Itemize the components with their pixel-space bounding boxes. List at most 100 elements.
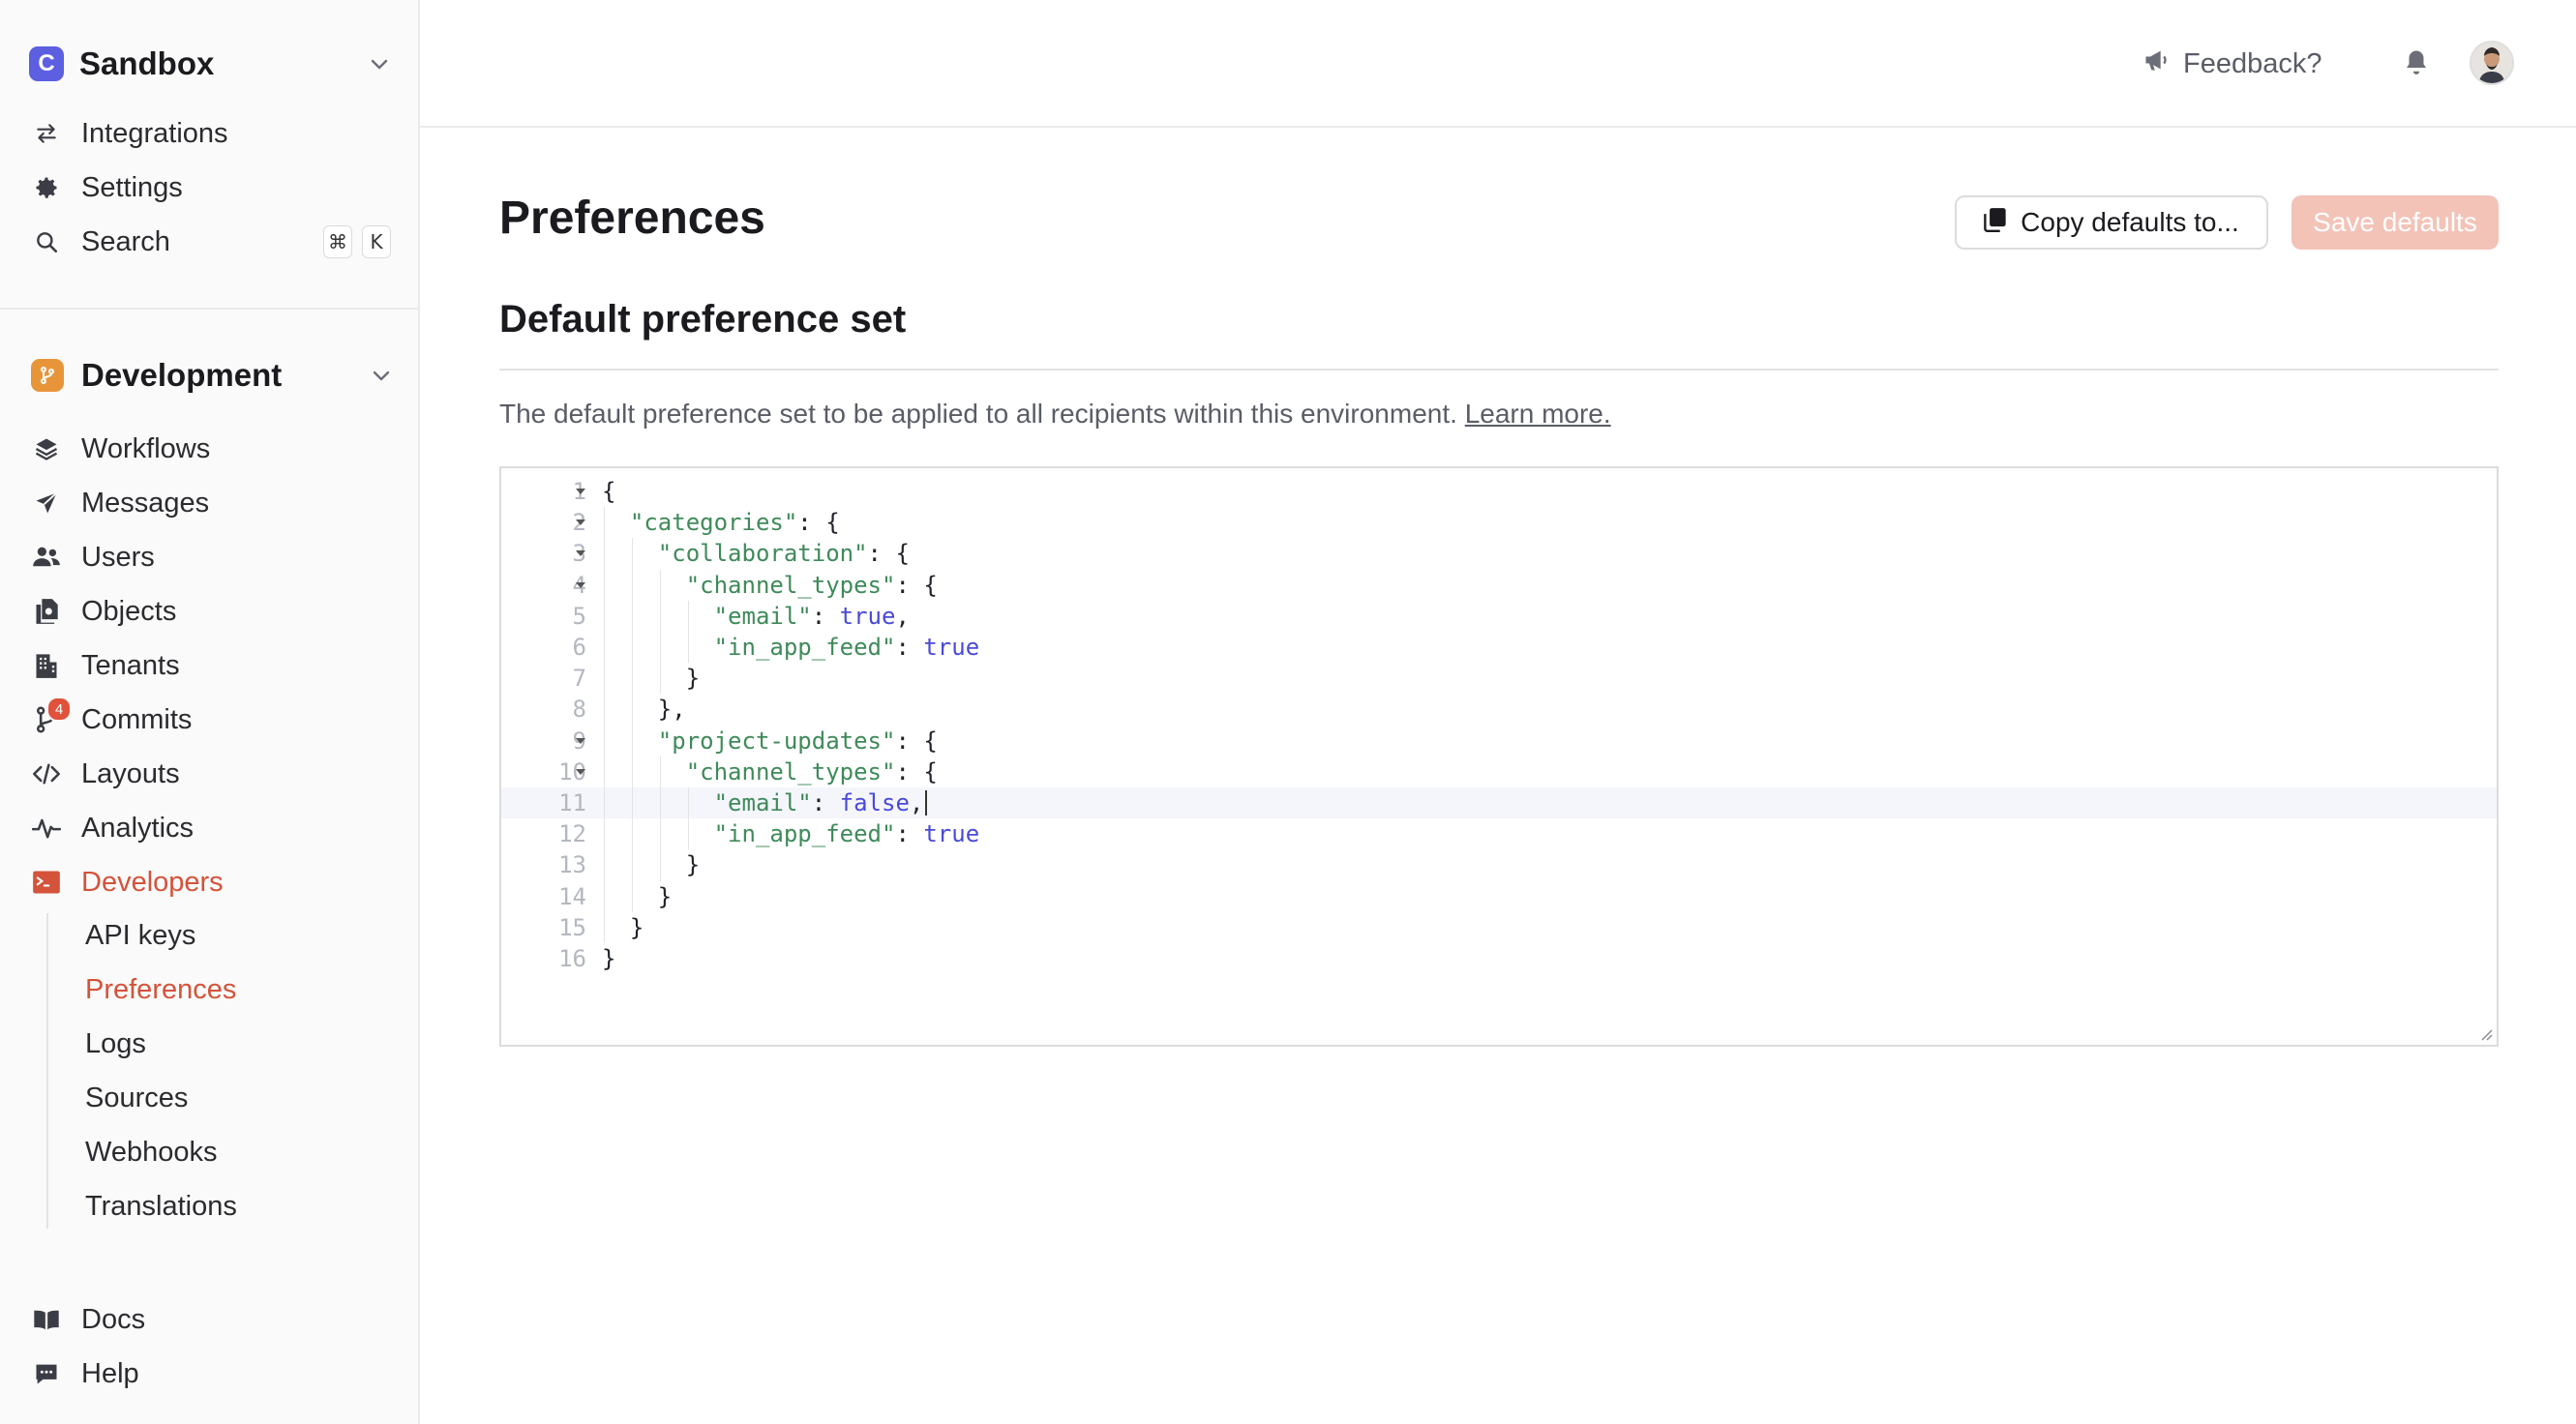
code-brackets-icon (29, 756, 64, 791)
sidebar-subitem-preferences[interactable]: Preferences (85, 973, 237, 1005)
feedback-label: Feedback? (2183, 47, 2322, 79)
environment-switcher[interactable]: Development (31, 352, 393, 399)
sidebar-subitem-translations[interactable]: Translations (85, 1190, 237, 1222)
code-line[interactable]: 13 } (501, 849, 2497, 880)
code-line[interactable]: 7 } (501, 663, 2497, 694)
fold-caret-icon[interactable] (575, 726, 586, 756)
indent-guide (631, 787, 633, 819)
copy-defaults-button[interactable]: Copy defaults to... (1955, 195, 2268, 250)
code-line[interactable]: 8 }, (501, 694, 2497, 725)
sidebar-divider (0, 308, 420, 310)
book-icon (29, 1302, 64, 1337)
feedback-button[interactable]: Feedback? (2142, 41, 2322, 87)
sidebar-subitem-webhooks[interactable]: Webhooks (85, 1136, 218, 1168)
code-text: { (602, 478, 616, 505)
sidebar-item-label: Developers (81, 866, 224, 898)
json-code-editor[interactable]: 1{2 "categories": {3 "collaboration": {4… (499, 466, 2499, 1047)
building-icon (29, 648, 64, 683)
indent-guide (659, 818, 661, 850)
indent-guide (687, 600, 689, 632)
code-line[interactable]: 12 "in_app_feed": true (501, 818, 2497, 849)
sidebar-item-label: Commits (81, 703, 193, 735)
objects-icon (29, 594, 64, 629)
indent-guide (631, 569, 633, 601)
section-description: The default preference set to be applied… (499, 399, 1611, 430)
indent-guide (604, 632, 605, 664)
indent-guide (604, 569, 605, 601)
sidebar-subitem-sources[interactable]: Sources (85, 1082, 189, 1113)
code-text: "project-updates": { (657, 727, 938, 755)
pulse-icon (29, 811, 64, 846)
code-line[interactable]: 9 "project-updates": { (501, 726, 2497, 756)
code-line[interactable]: 5 "email": true, (501, 601, 2497, 632)
indent-guide (687, 787, 689, 819)
code-text: } (602, 945, 616, 972)
fold-caret-icon[interactable] (575, 476, 586, 507)
indent-guide (604, 849, 605, 881)
code-line[interactable]: 1{ (501, 476, 2497, 507)
save-defaults-button[interactable]: Save defaults (2291, 195, 2499, 250)
code-text: "email": true, (713, 602, 910, 630)
sidebar-item-workflows[interactable]: Workflows (29, 426, 391, 472)
user-avatar[interactable] (2470, 41, 2514, 85)
code-line[interactable]: 15 } (501, 912, 2497, 943)
code-line[interactable]: 14 } (501, 881, 2497, 912)
code-line[interactable]: 3 "collaboration": { (501, 538, 2497, 569)
code-line[interactable]: 4 "channel_types": { (501, 570, 2497, 601)
sidebar-item-integrations[interactable]: Integrations (29, 110, 391, 157)
indent-guide (604, 725, 605, 756)
bell-icon[interactable] (2402, 46, 2431, 79)
line-number: 14 (558, 882, 586, 910)
chat-icon (29, 1356, 64, 1391)
fold-caret-icon[interactable] (575, 756, 586, 787)
fold-caret-icon[interactable] (575, 570, 586, 601)
resize-handle-icon[interactable] (2477, 1025, 2493, 1041)
sidebar-item-developers[interactable]: Developers (29, 859, 391, 905)
sidebar-item-search[interactable]: Search ⌘ K (29, 219, 391, 265)
sidebar-subitem-logs[interactable]: Logs (85, 1027, 146, 1059)
indent-guide (604, 911, 605, 943)
code-line[interactable]: 2 "categories": { (501, 507, 2497, 538)
code-text: "email": false, (713, 789, 924, 816)
users-icon (29, 540, 64, 575)
megaphone-icon (2142, 47, 2170, 80)
account-name: Sandbox (79, 45, 215, 81)
sidebar-item-settings[interactable]: Settings (29, 164, 391, 211)
sidebar-item-help[interactable]: Help (29, 1350, 391, 1397)
code-text: } (602, 882, 673, 910)
paper-plane-icon (29, 486, 64, 520)
sidebar-item-users[interactable]: Users (29, 534, 391, 580)
sidebar-item-analytics[interactable]: Analytics (29, 805, 391, 851)
sidebar-item-commits[interactable]: 4 Commits (29, 697, 391, 743)
git-branch-env-icon (31, 359, 64, 392)
indent-guide (604, 818, 605, 850)
sidebar-item-messages[interactable]: Messages (29, 480, 391, 526)
line-number: 15 (558, 913, 586, 941)
sidebar-item-docs[interactable]: Docs (29, 1296, 391, 1343)
indent-guide (631, 663, 633, 695)
sidebar-item-tenants[interactable]: Tenants (29, 642, 391, 689)
sidebar-item-layouts[interactable]: Layouts (29, 751, 391, 797)
fold-caret-icon[interactable] (575, 507, 586, 538)
line-number: 5 (572, 602, 586, 630)
learn-more-link[interactable]: Learn more. (1464, 399, 1611, 429)
code-line[interactable]: 10 "channel_types": { (501, 756, 2497, 787)
code-line[interactable]: 6 "in_app_feed": true (501, 632, 2497, 663)
section-title: Default preference set (499, 298, 907, 341)
indent-guide (631, 849, 633, 881)
fold-caret-icon[interactable] (575, 538, 586, 569)
code-text: "channel_types": { (685, 757, 938, 786)
indent-guide (659, 569, 661, 601)
line-number: 13 (558, 851, 586, 879)
sidebar-subitem-api-keys[interactable]: API keys (85, 919, 196, 951)
code-line[interactable]: 11 "email": false, (501, 787, 2497, 818)
account-switcher[interactable]: C Sandbox (29, 41, 391, 87)
code-text: "in_app_feed": true (713, 634, 980, 661)
sidebar-item-label: Objects (81, 595, 177, 627)
sidebar-item-objects[interactable]: Objects (29, 588, 391, 635)
code-text: } (602, 913, 644, 941)
indent-guide (631, 818, 633, 850)
sidebar-item-label: Analytics (81, 812, 195, 844)
code-line[interactable]: 16} (501, 943, 2497, 974)
sidebar-item-label: Integrations (81, 117, 228, 149)
